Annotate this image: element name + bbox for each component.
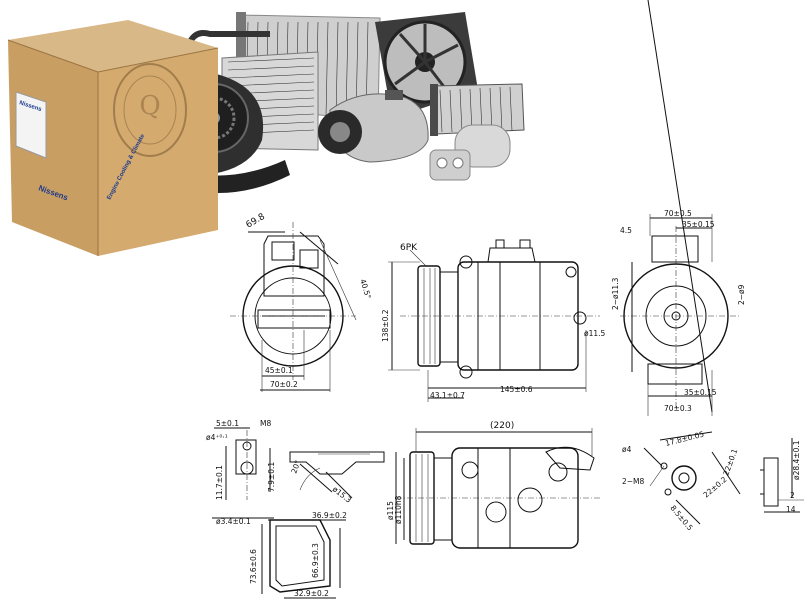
flange-side-dim-phi: ø28.4±0.1 [792, 440, 801, 480]
gasket-dim-top: 36.9±0.2 [312, 511, 347, 520]
side-dim-hole: ø11.5 [584, 329, 606, 338]
portA-dim-117: 11.7±0.1 [215, 465, 224, 500]
flange-side-dim-14: 14 [786, 505, 796, 514]
front-view-drawing: 69.8 40.5° 45±0.1 70±0.2 [230, 212, 373, 392]
flange-dim-85: 8.5±0.5 [668, 504, 694, 533]
port-detail-a: 5±0.1 M8 ø4⁺⁰·¹ 11.7±0.1 7.9±0.1 [206, 419, 276, 500]
side-label-pulley: 6PK [400, 243, 418, 253]
svg-text:Q: Q [139, 91, 160, 121]
gasket-detail: ø3.4±0.1 36.9±0.2 73.6±0.6 66.9±0.3 32.9… [212, 511, 347, 599]
portA-dim-5: 5±0.1 [216, 419, 239, 428]
flange-dim-22b: 22±0.2 [702, 475, 729, 500]
front-dim-lower: 45±0.1 [265, 366, 293, 375]
flange-dim-178: 17.8±0.05 [664, 430, 705, 448]
gasket-dim-left: 73.6±0.6 [249, 549, 258, 584]
front-dim-angle: 40.5° [358, 278, 373, 300]
bottom-dim-phi110: ø110h8 [394, 495, 403, 524]
portB-dim-angle: 20° [289, 459, 302, 475]
bottom-side-drawing: (220) ø115 ø110h8 [386, 421, 600, 549]
portA-label-m8: M8 [260, 419, 271, 428]
front-dim-top: 69.8 [245, 212, 268, 231]
bottom-dim-overall: (220) [490, 421, 514, 431]
side-dim-height: 138±0.2 [381, 309, 390, 342]
flange-detail: ø4 17.8±0.05 2−M8 22±0.1 22±0.2 8.5±0.5 [622, 430, 741, 533]
ac-compressor-image [318, 90, 429, 163]
flange-dim-22a: 22±0.1 [721, 447, 739, 476]
product-photo-group [168, 12, 525, 193]
flange-label-phi4: ø4 [622, 445, 632, 454]
receiver-drier-image [429, 124, 511, 181]
rear-dim-left: 4.5 [620, 226, 632, 235]
heater-core-image [430, 83, 525, 136]
rear-dim-top1: 70±0.5 [664, 209, 692, 218]
gasket-dim-hole: ø3.4±0.1 [216, 517, 251, 526]
portA-dim-79: 7.9±0.1 [267, 462, 276, 492]
flange-label-m8: 2−M8 [622, 477, 645, 486]
rear-view-drawing: 70±0.5 35±0.15 4.5 2−ø11.3 2−ø9 35±0.15 … [611, 0, 746, 416]
rear-dim-bottom1: 35±0.15 [684, 388, 717, 397]
rear-dim-bottom2: 70±0.3 [664, 404, 692, 413]
quality-seal-logo: Q [113, 63, 187, 157]
rear-dim-vertical: 2−ø11.3 [611, 277, 620, 310]
flange-side-detail: ø28.4±0.1 2 14 [760, 438, 804, 514]
portA-dim-phi4: ø4⁺⁰·¹ [206, 433, 228, 442]
flange-side-dim-2: 2 [790, 491, 795, 500]
front-dim-bottom: 70±0.2 [270, 380, 298, 389]
gasket-dim-inner: 66.9±0.3 [311, 543, 320, 578]
side-dim-length: 145±0.6 [500, 385, 533, 394]
rear-dim-right: 2−ø9 [737, 284, 746, 305]
side-view-drawing: 6PK 138±0.2 ø11.5 43.1±0.7 145±0.6 [381, 239, 606, 402]
side-dim-offset: 43.1±0.7 [430, 391, 465, 400]
port-detail-b: 20° ø15.3 [289, 451, 385, 505]
gasket-dim-bottom: 32.9±0.2 [294, 589, 329, 598]
rear-dim-top2: 35±0.15 [682, 220, 715, 229]
bottom-dim-phi115: ø115 [386, 501, 395, 520]
nissens-box: Nissens Nissens Q Engine Cooling & Clima… [7, 20, 219, 256]
